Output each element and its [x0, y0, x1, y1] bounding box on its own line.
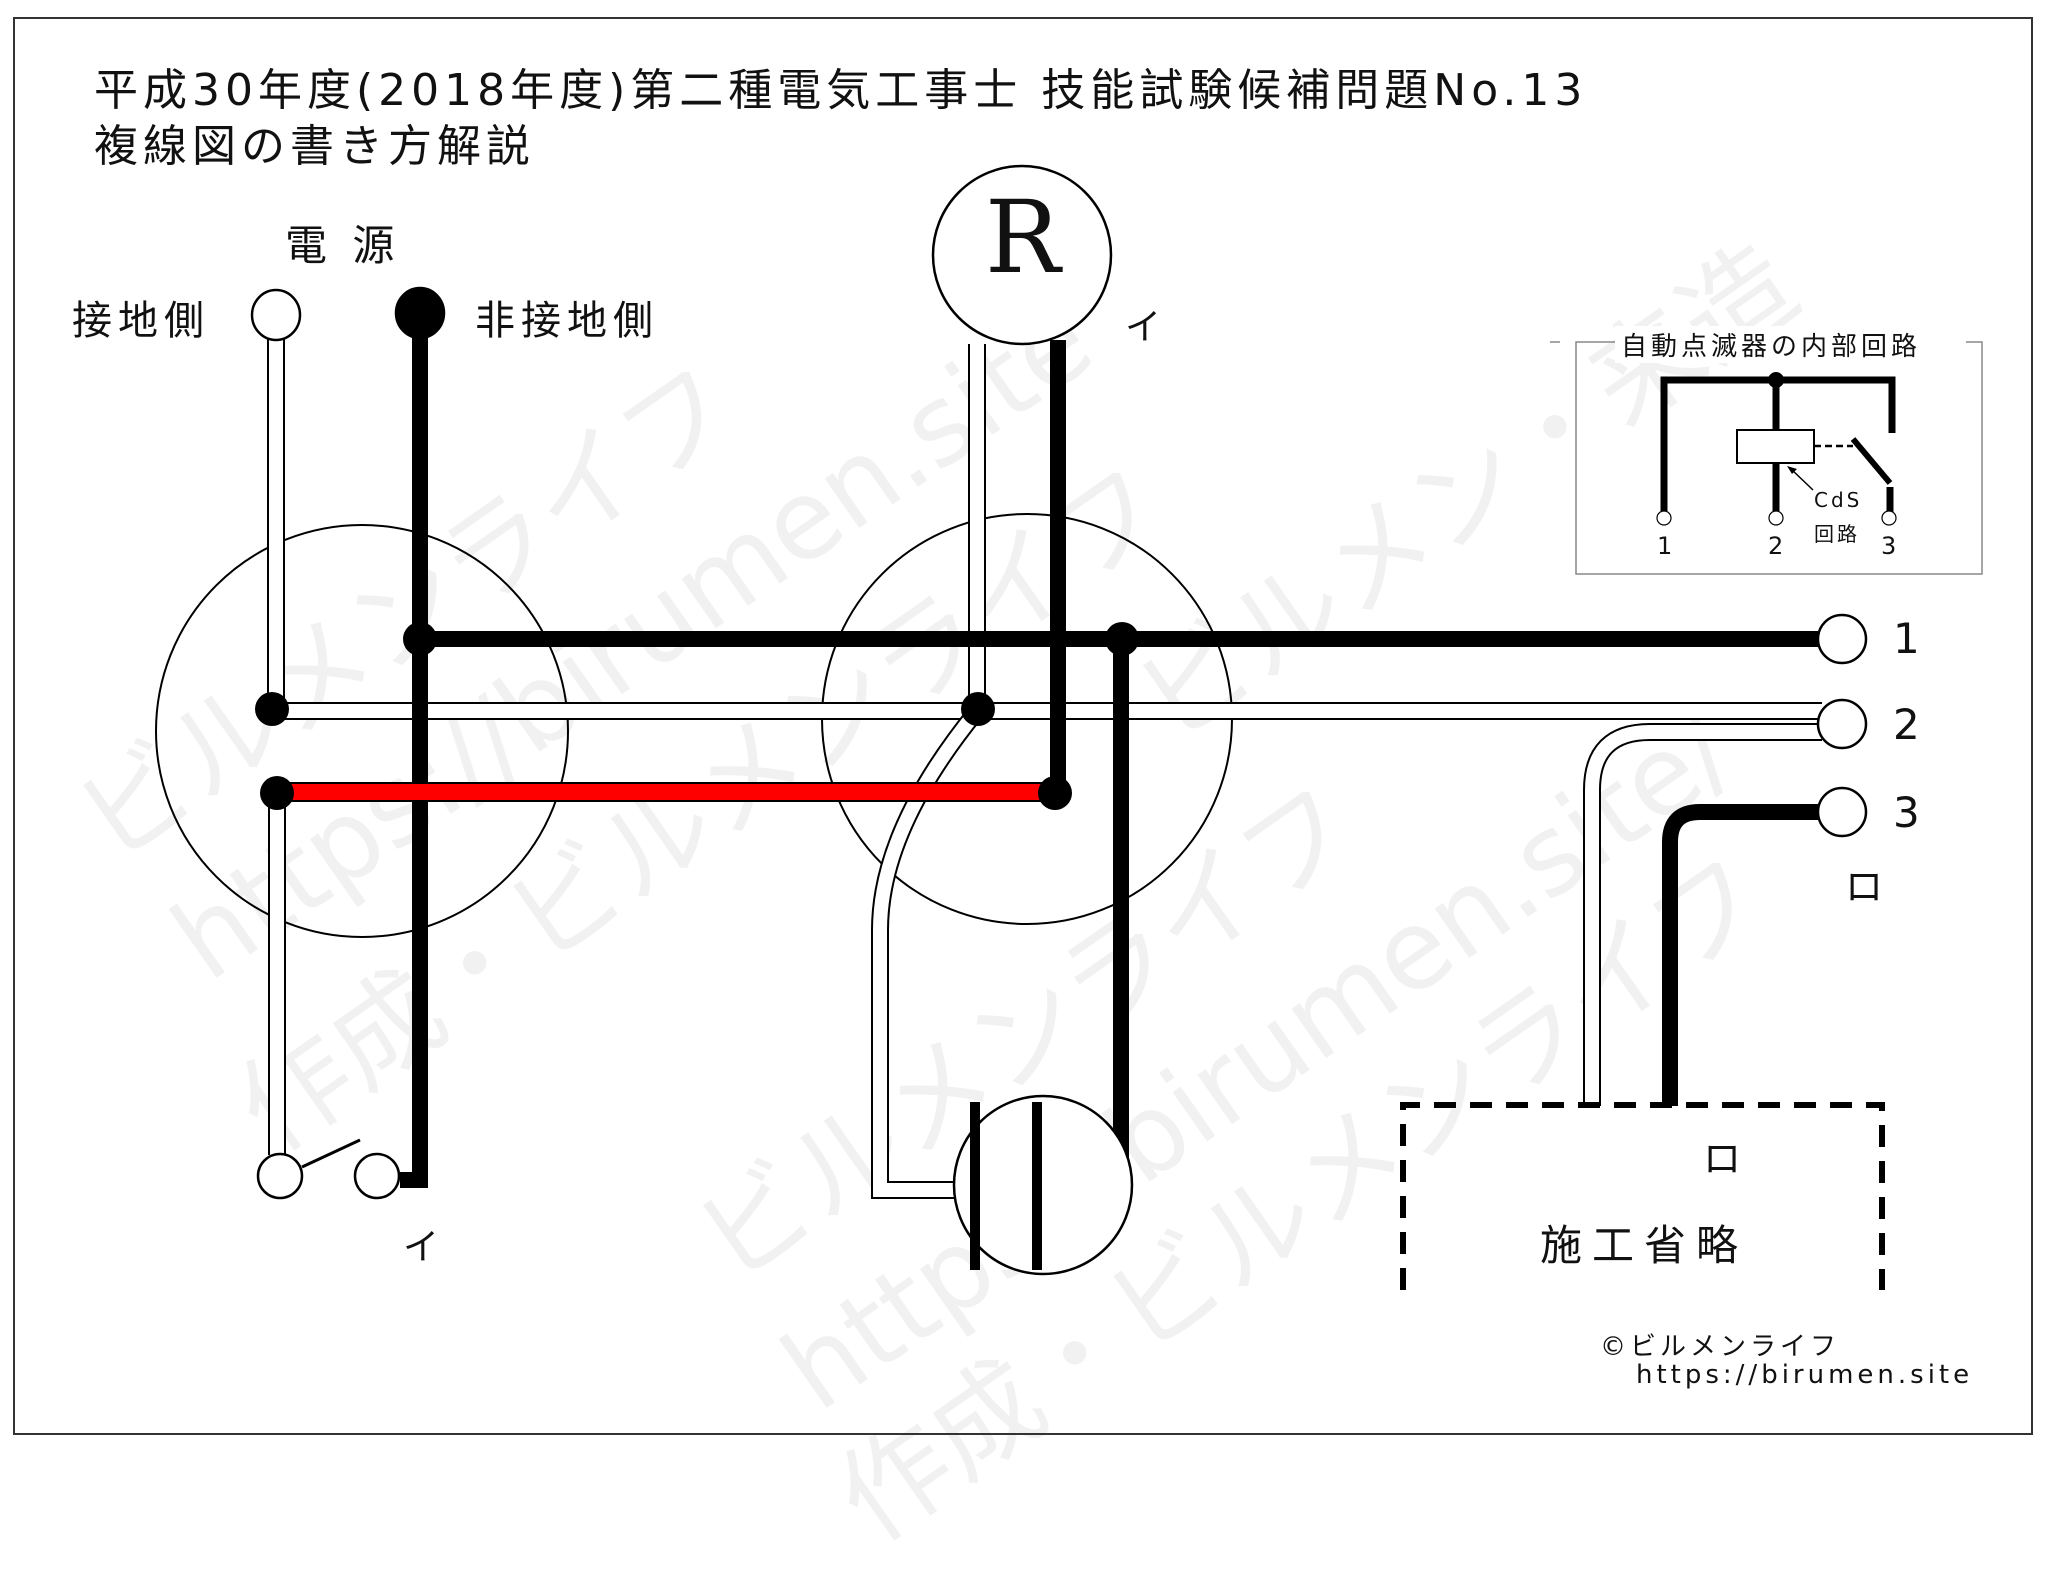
inset-junction-dot: [1768, 372, 1784, 388]
connection-dot: [403, 622, 437, 656]
terminal-1-icon: [1816, 613, 1868, 665]
lamp-symbol-label: R: [985, 179, 1061, 296]
ungrounded-side-label: 非接地側: [475, 298, 659, 344]
terminal-2-label: 2: [1893, 700, 1920, 749]
omitted-work-box: [1400, 1102, 1885, 1290]
terminal-2-icon: [1816, 698, 1868, 750]
lamp-identifier-label: イ: [1125, 307, 1162, 348]
credit-name: ©ビルメンライフ: [1600, 1332, 1841, 1362]
inset-title: 自動点滅器の内部回路: [1615, 326, 1928, 363]
power-source-label: 電 源: [285, 221, 401, 270]
grounded-side-label: 接地側: [72, 298, 210, 344]
outlet-slot-icon: [1032, 1102, 1042, 1270]
connection-dot: [961, 692, 995, 726]
inset-cds-label: CdS: [1814, 488, 1863, 512]
inset-terminal-icon: [1881, 510, 1897, 526]
outlet-icon: [952, 1094, 1134, 1276]
omitted-box-identifier: ロ: [1703, 1137, 1742, 1181]
terminal-3-icon: [1816, 786, 1868, 838]
wire-hot-source: [400, 313, 428, 1188]
wire-terminal2-down: [1583, 723, 1822, 1106]
junction-box-left: [155, 524, 569, 938]
ungrounded-terminal-icon: [394, 286, 446, 340]
connection-dot: [255, 692, 289, 726]
connection-dot: [1038, 776, 1072, 810]
credit-url: https://birumen.site: [1636, 1360, 1974, 1390]
inset-arrow-head-icon: [1787, 466, 1797, 474]
terminal-1-label: 1: [1893, 614, 1920, 663]
switch-terminal-icon: [256, 1152, 304, 1200]
inset-relay-icon: [1736, 429, 1815, 464]
lamp-receptacle-icon: [931, 164, 1113, 346]
switch-identifier-label: イ: [403, 1227, 440, 1268]
page-border: [13, 17, 2033, 1435]
inset-auto-switch: [1550, 341, 1983, 575]
switch-lever-icon: [301, 1138, 361, 1169]
wire-outlet-hot: [1113, 641, 1130, 1193]
inset-terminal-icon: [1656, 510, 1672, 526]
connection-dot: [1105, 622, 1139, 656]
inset-contact-icon: [1850, 437, 1893, 485]
wire-outlet-neutral: [871, 705, 984, 1199]
grounded-terminal-icon: [250, 288, 302, 342]
connection-dot: [260, 776, 294, 810]
inset-cds-label-2: 回路: [1814, 522, 1860, 546]
wire-terminal3-down: [1662, 804, 1822, 1106]
terminal-3-label: 3: [1893, 788, 1920, 837]
terminal-group-label: ロ: [1845, 865, 1884, 909]
inset-terminal-2-label: 2: [1768, 532, 1784, 560]
page-subtitle: 複線図の書き方解説: [94, 121, 535, 172]
inset-terminal-icon: [1768, 510, 1784, 526]
outlet-slot-icon: [970, 1102, 980, 1270]
omitted-box-text: 施工省略: [1540, 1221, 1749, 1270]
switch-terminal-icon: [353, 1152, 401, 1200]
inset-terminal-3-label: 3: [1881, 532, 1897, 560]
page-title: 平成30年度(2018年度)第二種電気工事士 技能試験候補問題No.13: [94, 65, 1588, 116]
wiring-diagram: [13, 17, 2033, 1435]
inset-terminal-1-label: 1: [1657, 532, 1673, 560]
